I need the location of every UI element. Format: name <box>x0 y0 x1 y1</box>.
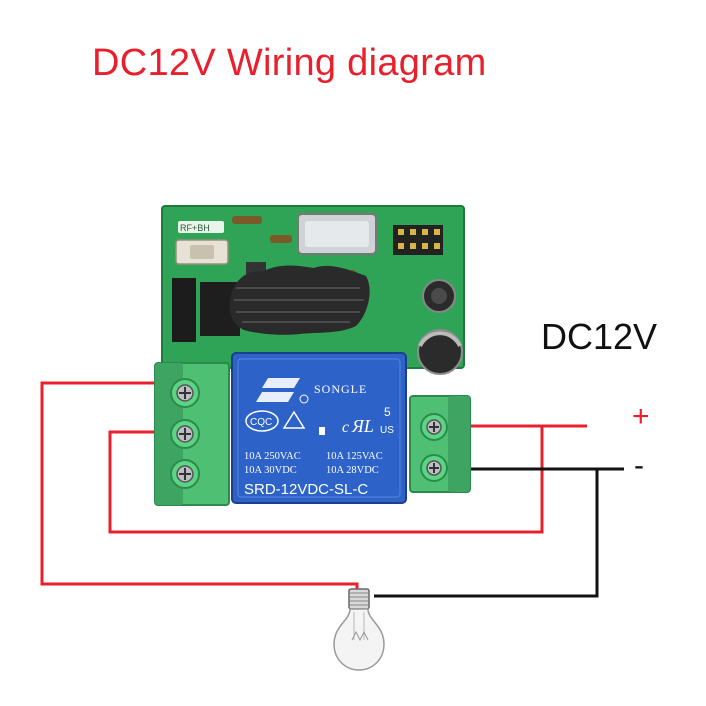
lamp-live-wire <box>40 381 359 595</box>
relay-cert-us: US <box>380 425 394 436</box>
svg-text:c: c <box>342 419 349 436</box>
svg-text:ЯL: ЯL <box>351 416 374 436</box>
terminal-screw <box>170 459 200 489</box>
terminal-screw <box>420 413 448 441</box>
terminal-screw <box>170 378 200 408</box>
relay-rating-1b: 10A 125VAC <box>326 451 383 462</box>
positive-supply-wire <box>108 424 587 534</box>
terminal-screw <box>170 419 200 449</box>
terminal-screw <box>420 454 448 482</box>
relay: SONGLE CQC c ЯL 5 US 10A 250VAC 10A 125V… <box>231 352 407 504</box>
receiver-board: RF+BH <box>161 205 465 375</box>
right-terminal-block <box>409 395 471 493</box>
light-bulb-icon <box>333 588 385 671</box>
left-terminal-block <box>154 362 230 506</box>
relay-model: SRD-12VDC-SL-C <box>244 481 368 498</box>
relay-cert-number: 5 <box>384 405 391 419</box>
relay-rating-2b: 10A 28VDC <box>326 465 379 476</box>
lamp-neutral-wire <box>374 469 599 598</box>
relay-brand: SONGLE <box>314 382 367 396</box>
pcb-label: RF+BH <box>180 223 210 233</box>
power-supply-label: DC12V <box>541 316 658 357</box>
relay-rating-1a: 10A 250VAC <box>244 451 301 462</box>
wires <box>40 381 624 598</box>
songle-logo-icon <box>256 378 300 402</box>
diagram-title: DC12V Wiring diagram <box>92 42 487 84</box>
positive-terminal-label: + <box>632 400 650 433</box>
relay-rating-2a: 10A 30VDC <box>244 465 297 476</box>
relay-cert-cqc: CQC <box>250 417 272 428</box>
negative-terminal-label: - <box>634 449 644 482</box>
